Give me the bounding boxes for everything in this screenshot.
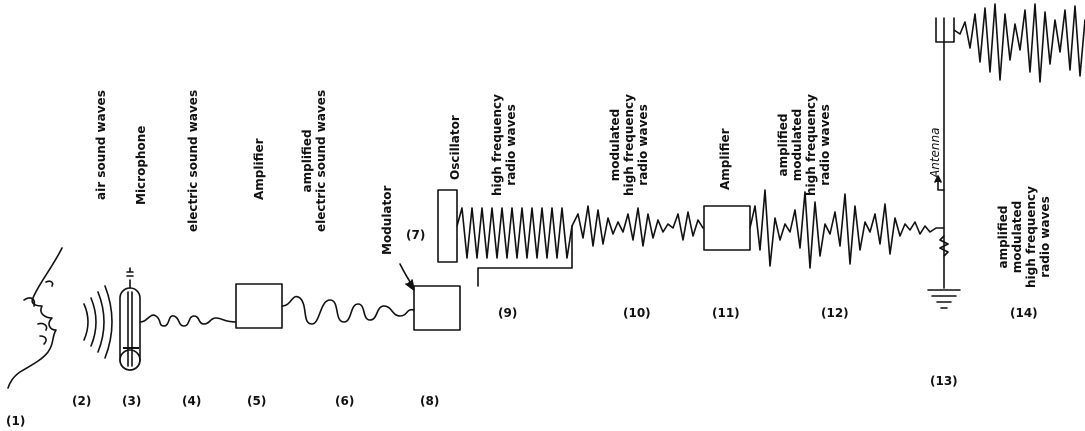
stage-number-6: (6) (335, 394, 355, 408)
amplified-modulated-wave-line (749, 189, 945, 269)
stage-number-13: (13) (930, 374, 958, 388)
amplified-electric-sound-waves-label: amplified electric sound waves (300, 90, 328, 232)
mod-line-1: modulated (608, 108, 622, 182)
oscillator-label: Oscillator (448, 115, 462, 180)
hf-line-1: high frequency (490, 94, 504, 196)
hf-line-2: radio waves (504, 104, 518, 186)
modulator-box (413, 285, 461, 331)
high-frequency-wave-line (456, 207, 573, 259)
stage-number-8: (8) (420, 394, 440, 408)
stage-number-2: (2) (72, 394, 92, 408)
stage-number-1: (1) (6, 414, 26, 428)
microphone-label: Microphone (134, 125, 148, 205)
mod-line-2: high frequency (622, 94, 636, 196)
antenna-and-ground (927, 17, 961, 309)
stage-number-11: (11) (712, 306, 740, 320)
amr2-line-2: modulated (1010, 200, 1024, 274)
high-frequency-radio-waves-label: high frequency radio waves (490, 94, 518, 196)
amplified-modulated-radio-waves-label-1: amplified modulated high frequency radio… (776, 94, 832, 196)
stage-number-9: (9) (498, 306, 518, 320)
air-sound-waves-label: air sound waves (94, 90, 108, 200)
oscillator-to-modulator-line (477, 225, 573, 287)
amr1-line-1: amplified (776, 113, 790, 177)
microphone-symbol (119, 267, 141, 371)
amr2-line-1: amplified (996, 205, 1010, 269)
amplified-sound-wave-line (281, 295, 415, 325)
stage-number-7: (7) (406, 228, 426, 242)
amr1-line-4: radio waves (818, 104, 832, 186)
air-sound-waves-arcs (83, 285, 113, 359)
stage-number-3: (3) (122, 394, 142, 408)
electric-sound-waves-label: electric sound waves (186, 89, 200, 232)
amplifier-1-box (235, 283, 283, 329)
amr2-line-3: high frequency (1024, 186, 1038, 288)
stage-number-10: (10) (623, 306, 651, 320)
stage-number-4: (4) (182, 394, 202, 408)
amplified-modulated-radio-waves-label-2: amplified modulated high frequency radio… (996, 186, 1052, 288)
stage-number-14: (14) (1010, 306, 1038, 320)
modulated-radio-waves-label: modulated high frequency radio waves (608, 94, 650, 196)
amr2-line-4: radio waves (1038, 196, 1052, 278)
antenna-label: Antenna (928, 127, 942, 178)
modulated-wave-line (571, 205, 704, 247)
electric-sound-wave-line (139, 314, 237, 327)
amplifier-1-label: Amplifier (252, 138, 266, 200)
amr1-line-3: high frequency (804, 94, 818, 196)
amplified-electric-sound-waves-line-1: amplified (300, 129, 314, 193)
modulator-label: Modulator (380, 185, 394, 255)
amplifier-2-label: Amplifier (718, 128, 732, 190)
radiated-wave-line (953, 3, 1085, 83)
amplifier-2-box (703, 205, 751, 251)
oscillator-box (437, 189, 458, 263)
amr1-line-2: modulated (790, 108, 804, 182)
speaker-face (7, 247, 63, 389)
mod-line-3: radio waves (636, 104, 650, 186)
stage-number-5: (5) (247, 394, 267, 408)
amplified-electric-sound-waves-line-2: electric sound waves (314, 89, 328, 232)
stage-number-12: (12) (821, 306, 849, 320)
